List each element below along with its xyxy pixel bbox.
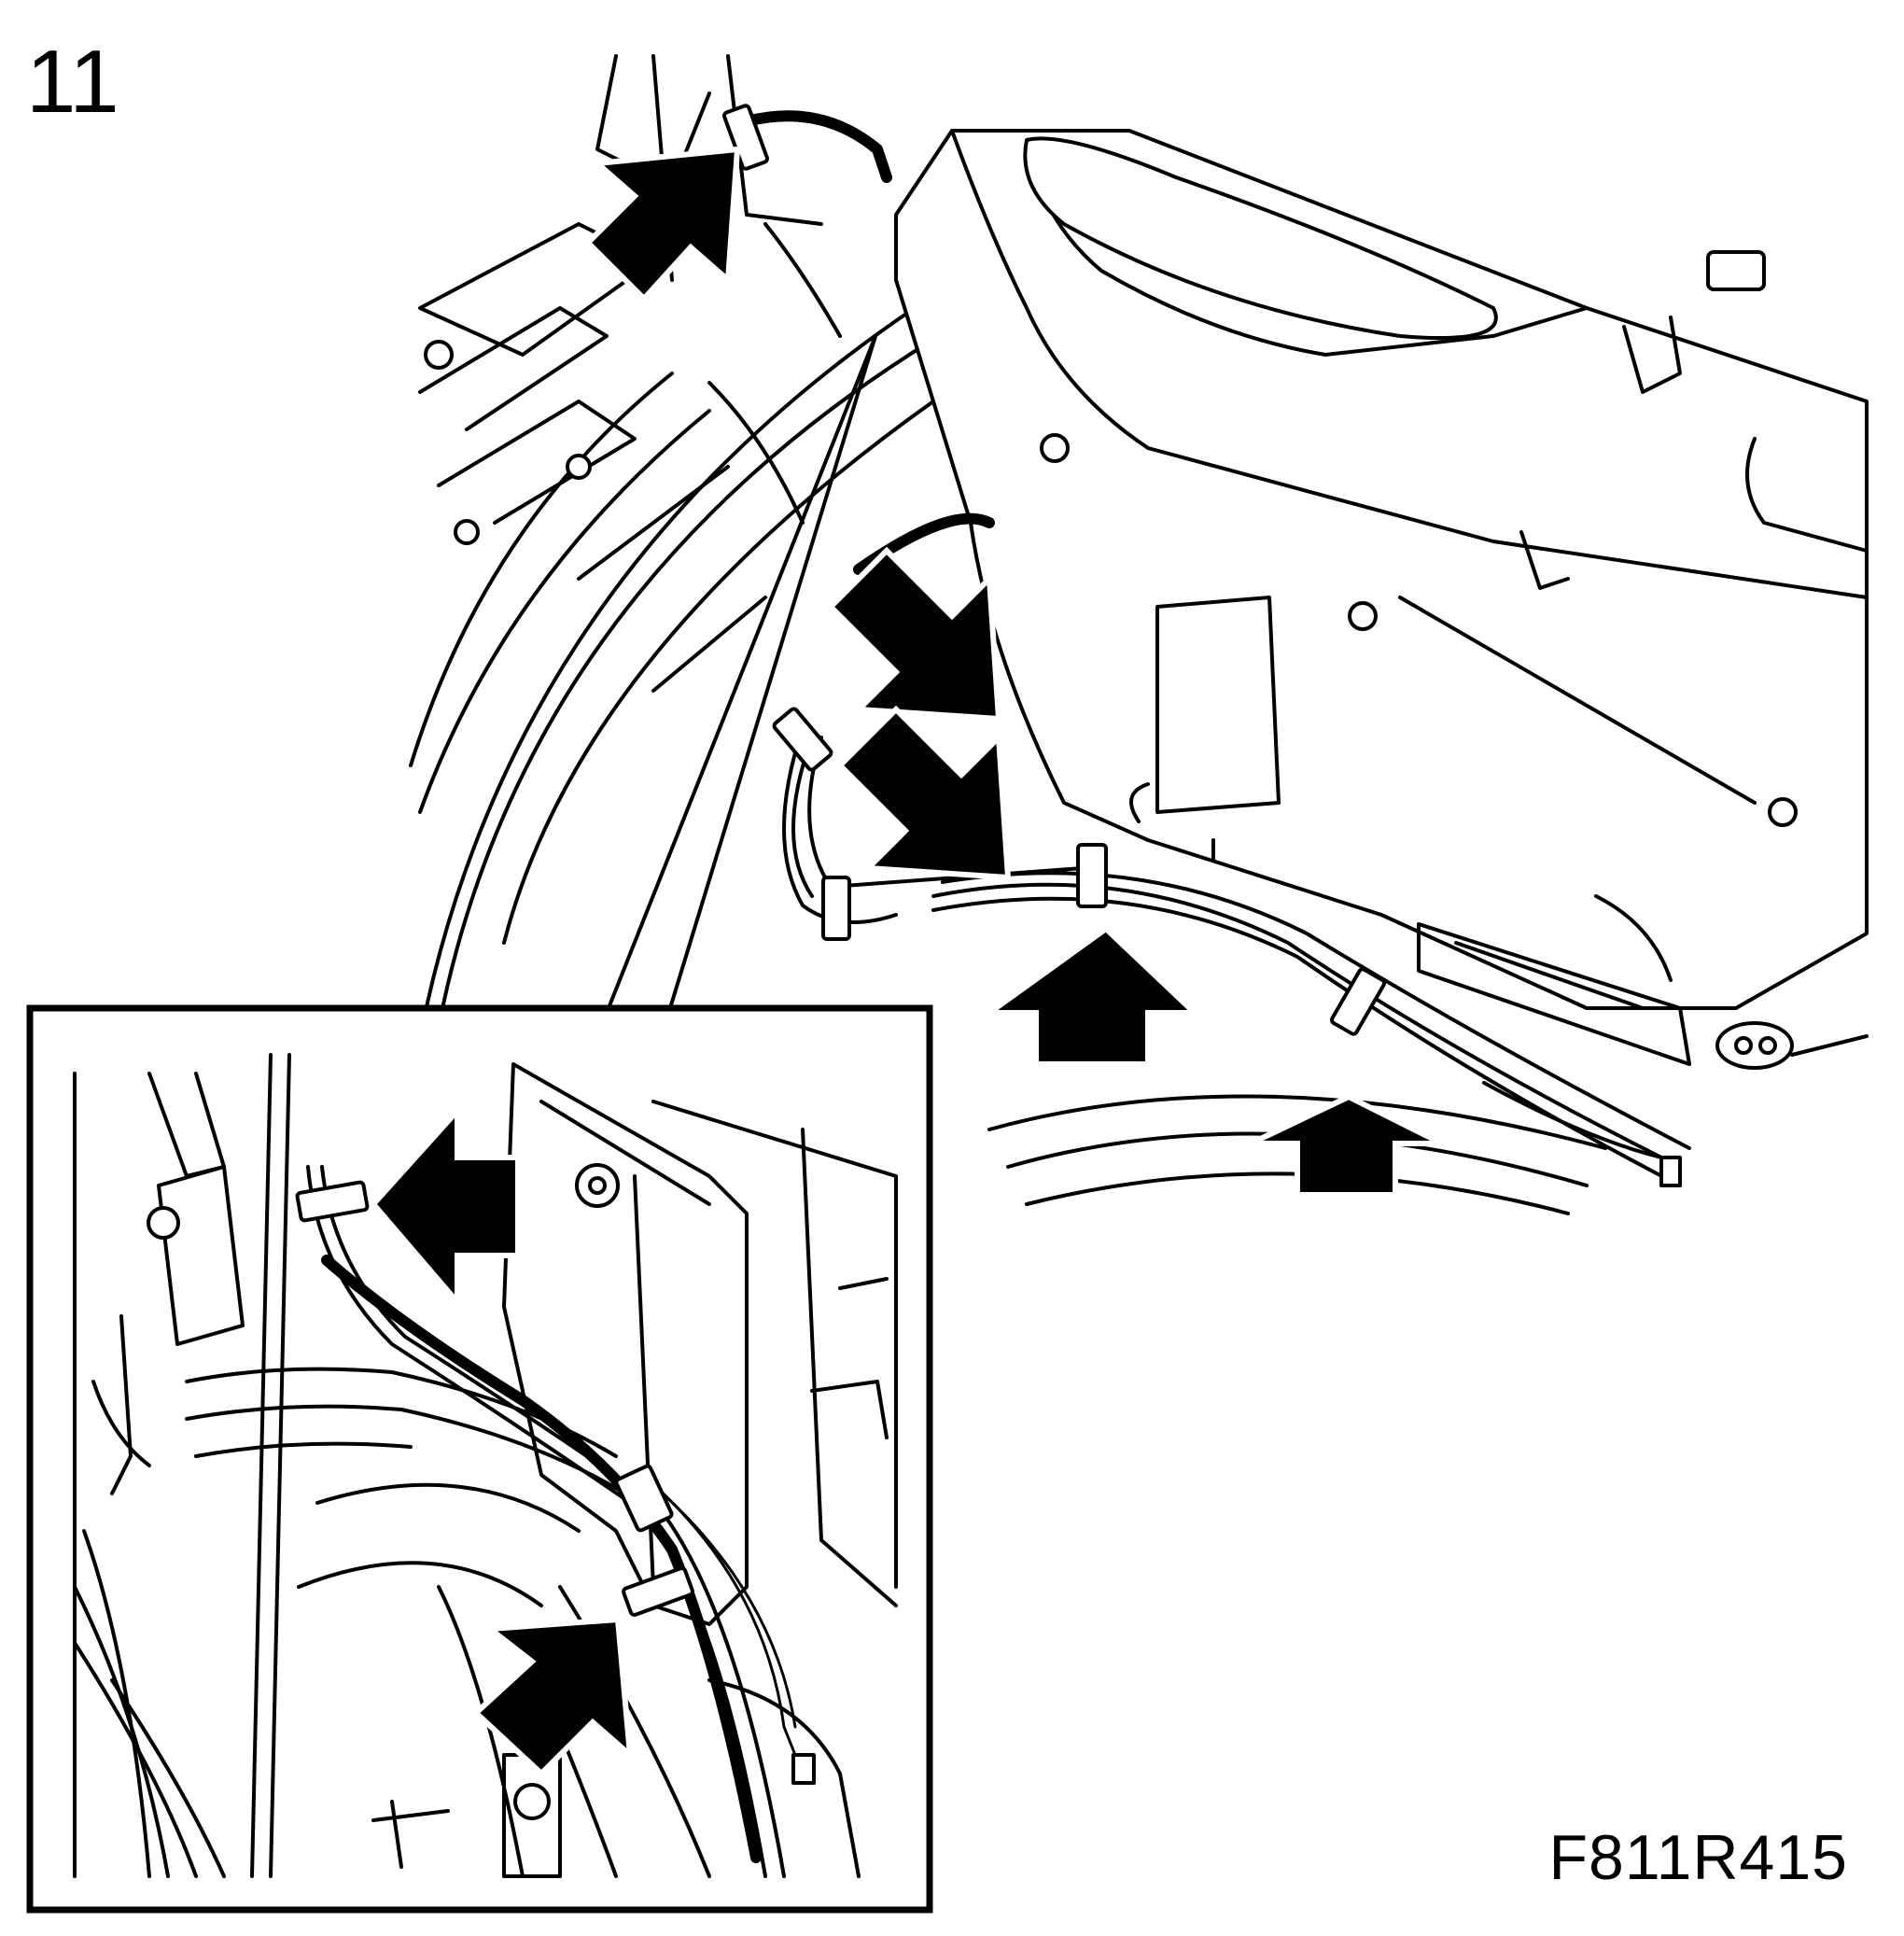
callout-arrow-mid-upper bbox=[826, 546, 1002, 722]
step-number: 11 bbox=[26, 32, 119, 132]
callout-arrow-up-right bbox=[1249, 1093, 1444, 1198]
callout-arrow-mid-lower bbox=[835, 705, 1012, 881]
main-view bbox=[409, 54, 1869, 1215]
figure-code: F811R415 bbox=[1548, 1822, 1848, 1893]
inset-arrow-left bbox=[370, 1103, 521, 1311]
inset-arrow-down-right bbox=[471, 1616, 634, 1778]
callout-arrow-top-left bbox=[583, 146, 741, 303]
callout-arrow-up-left bbox=[980, 925, 1202, 1067]
inset-detail bbox=[26, 1004, 933, 1914]
